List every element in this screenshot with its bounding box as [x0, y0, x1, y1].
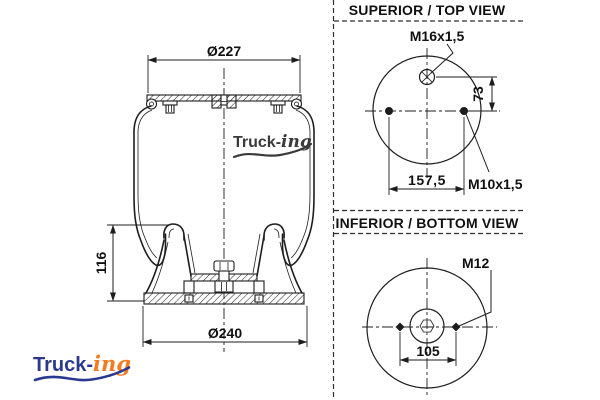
dim-bolt-spacing: 105: [399, 332, 457, 366]
watermark-logo: Truck-ing: [232, 132, 313, 159]
dim-stud-spacing: 157,5: [388, 117, 465, 195]
stud-dot-right: [460, 107, 468, 115]
dim-label-stud-offset: 73: [470, 86, 486, 102]
label-center-thread: M16x1,5: [410, 28, 465, 44]
center-bolt: [213, 260, 235, 293]
label-stud-thread: M10x1,5: [468, 176, 523, 192]
piston: [143, 223, 305, 305]
m10-leader-line: [465, 113, 490, 173]
dim-label-stud-spacing: 157,5: [408, 172, 446, 188]
bellows-outline: [133, 105, 315, 267]
bottom-view-title: INFERIOR / BOTTOM VIEW: [335, 215, 519, 231]
mounting-stud-right: [270, 100, 286, 114]
brand-bold: Truck-: [33, 354, 93, 376]
dim-base-diameter: Ø240: [142, 306, 308, 347]
m12-leader-line: [458, 270, 492, 327]
m16-hole-icon: [418, 68, 436, 86]
label-base-thread: M12: [462, 255, 489, 271]
bead-plate: [145, 94, 303, 114]
side-view: Ø227: [93, 43, 315, 352]
top-view-title: SUPERIOR / TOP VIEW: [349, 2, 506, 18]
watermark-script: ing: [281, 132, 312, 152]
brand-script: ing: [93, 351, 131, 376]
bolt-dot-right: [451, 322, 461, 332]
dim-label-bolt-spacing: 105: [416, 343, 440, 359]
air-fitting: [211, 94, 237, 109]
top-view-panel: SUPERIOR / TOP VIEW M16x1,5 73 157,5: [349, 2, 523, 195]
brand-swoosh-icon: [33, 366, 131, 382]
dim-label-base-diameter: Ø240: [208, 325, 242, 341]
base-plate: [143, 292, 305, 305]
dim-piston-height: 116: [93, 224, 168, 302]
brand-text: Truck-ing: [33, 351, 131, 376]
watermark-text: Truck-ing: [233, 132, 312, 152]
watermark-bold: Truck-: [233, 134, 281, 151]
m16-leader-line: [430, 43, 454, 74]
watermark-swoosh-icon: [232, 142, 313, 159]
bolt-dot-left: [395, 322, 405, 332]
dim-label-top-diameter: Ø227: [207, 43, 241, 59]
dim-stud-offset: 73: [436, 76, 497, 112]
brand-logo: Truck-ing: [33, 351, 131, 382]
stud-dot-left: [385, 107, 393, 115]
dim-label-height: 116: [93, 251, 109, 274]
dim-top-diameter: Ø227: [147, 43, 301, 93]
mounting-stud-left: [162, 100, 178, 114]
hex-nut-icon: [419, 319, 435, 333]
bottom-view-panel: INFERIOR / BOTTOM VIEW M12 105: [335, 215, 519, 398]
